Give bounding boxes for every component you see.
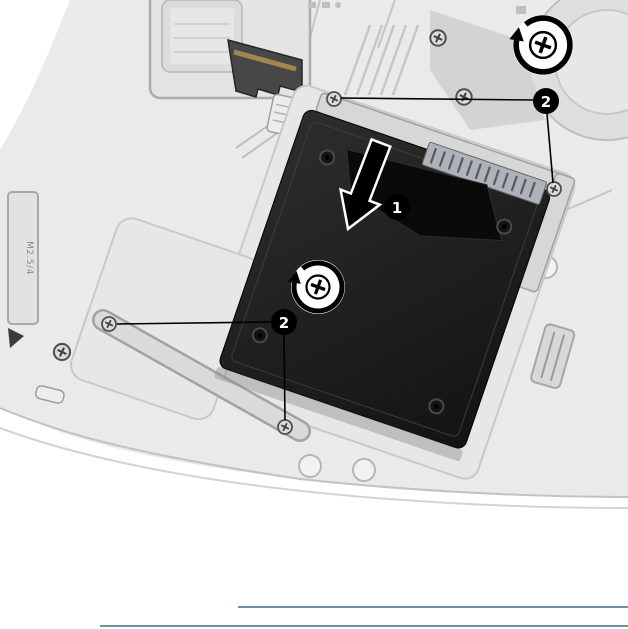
- callout-2-bottom: 2: [116, 309, 297, 421]
- left-screw-boss-bracket: M2.5/4: [7, 191, 39, 325]
- drive-shadow: [214, 367, 463, 462]
- chassis-slot: [35, 385, 65, 404]
- bracket-screw-top-left-icon: [326, 91, 342, 107]
- chassis-screw-left-icon: [52, 342, 72, 362]
- bracket-screw-bottom-right-icon: [277, 419, 293, 435]
- right-vent-slot: [530, 323, 576, 390]
- drive-screw-holes: [251, 149, 513, 415]
- chassis-outer-rim: [0, 427, 628, 509]
- callout-1: 1: [384, 194, 410, 220]
- bracket-screw-top-right-icon: [546, 181, 562, 197]
- drive-pull-tab: [346, 148, 503, 242]
- insert-direction-arrow: [338, 137, 392, 232]
- chassis-bottom-edge: [0, 407, 628, 498]
- bracket-screw-bottom-left-icon: [101, 316, 117, 332]
- chassis-screw-top-2-icon: [455, 88, 473, 106]
- callout-2-top: 2: [340, 88, 559, 184]
- cable-connector: [227, 38, 303, 98]
- bottom-bracket-rail: [92, 309, 311, 442]
- sata-connector: [421, 141, 547, 205]
- chassis-screw-top-1-icon: [429, 29, 447, 47]
- callout-2-bottom-label: 2: [279, 314, 289, 332]
- hard-drive-assembly: [214, 92, 576, 462]
- panel-print-marks: [308, 2, 526, 14]
- screw-spec-label: M2.5/4: [24, 241, 34, 275]
- callout-2-top-label: 2: [541, 93, 551, 111]
- heatsink-fins: [343, 24, 420, 96]
- callout-1-label: 1: [392, 199, 402, 217]
- molded-arrow-marking: [8, 328, 24, 348]
